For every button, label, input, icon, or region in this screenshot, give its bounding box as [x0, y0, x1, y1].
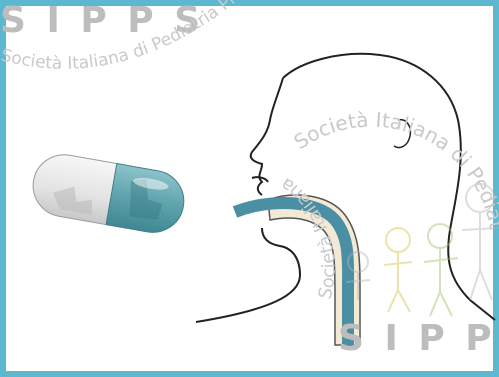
family-drawing-icon	[346, 184, 498, 316]
watermark-sipps-bottom: S I P P S	[338, 318, 499, 359]
capsule-icon	[28, 150, 188, 237]
watermark-top: S I P P S Società Italiana di Pediatria …	[0, 0, 256, 74]
head-profile-icon	[196, 54, 495, 345]
